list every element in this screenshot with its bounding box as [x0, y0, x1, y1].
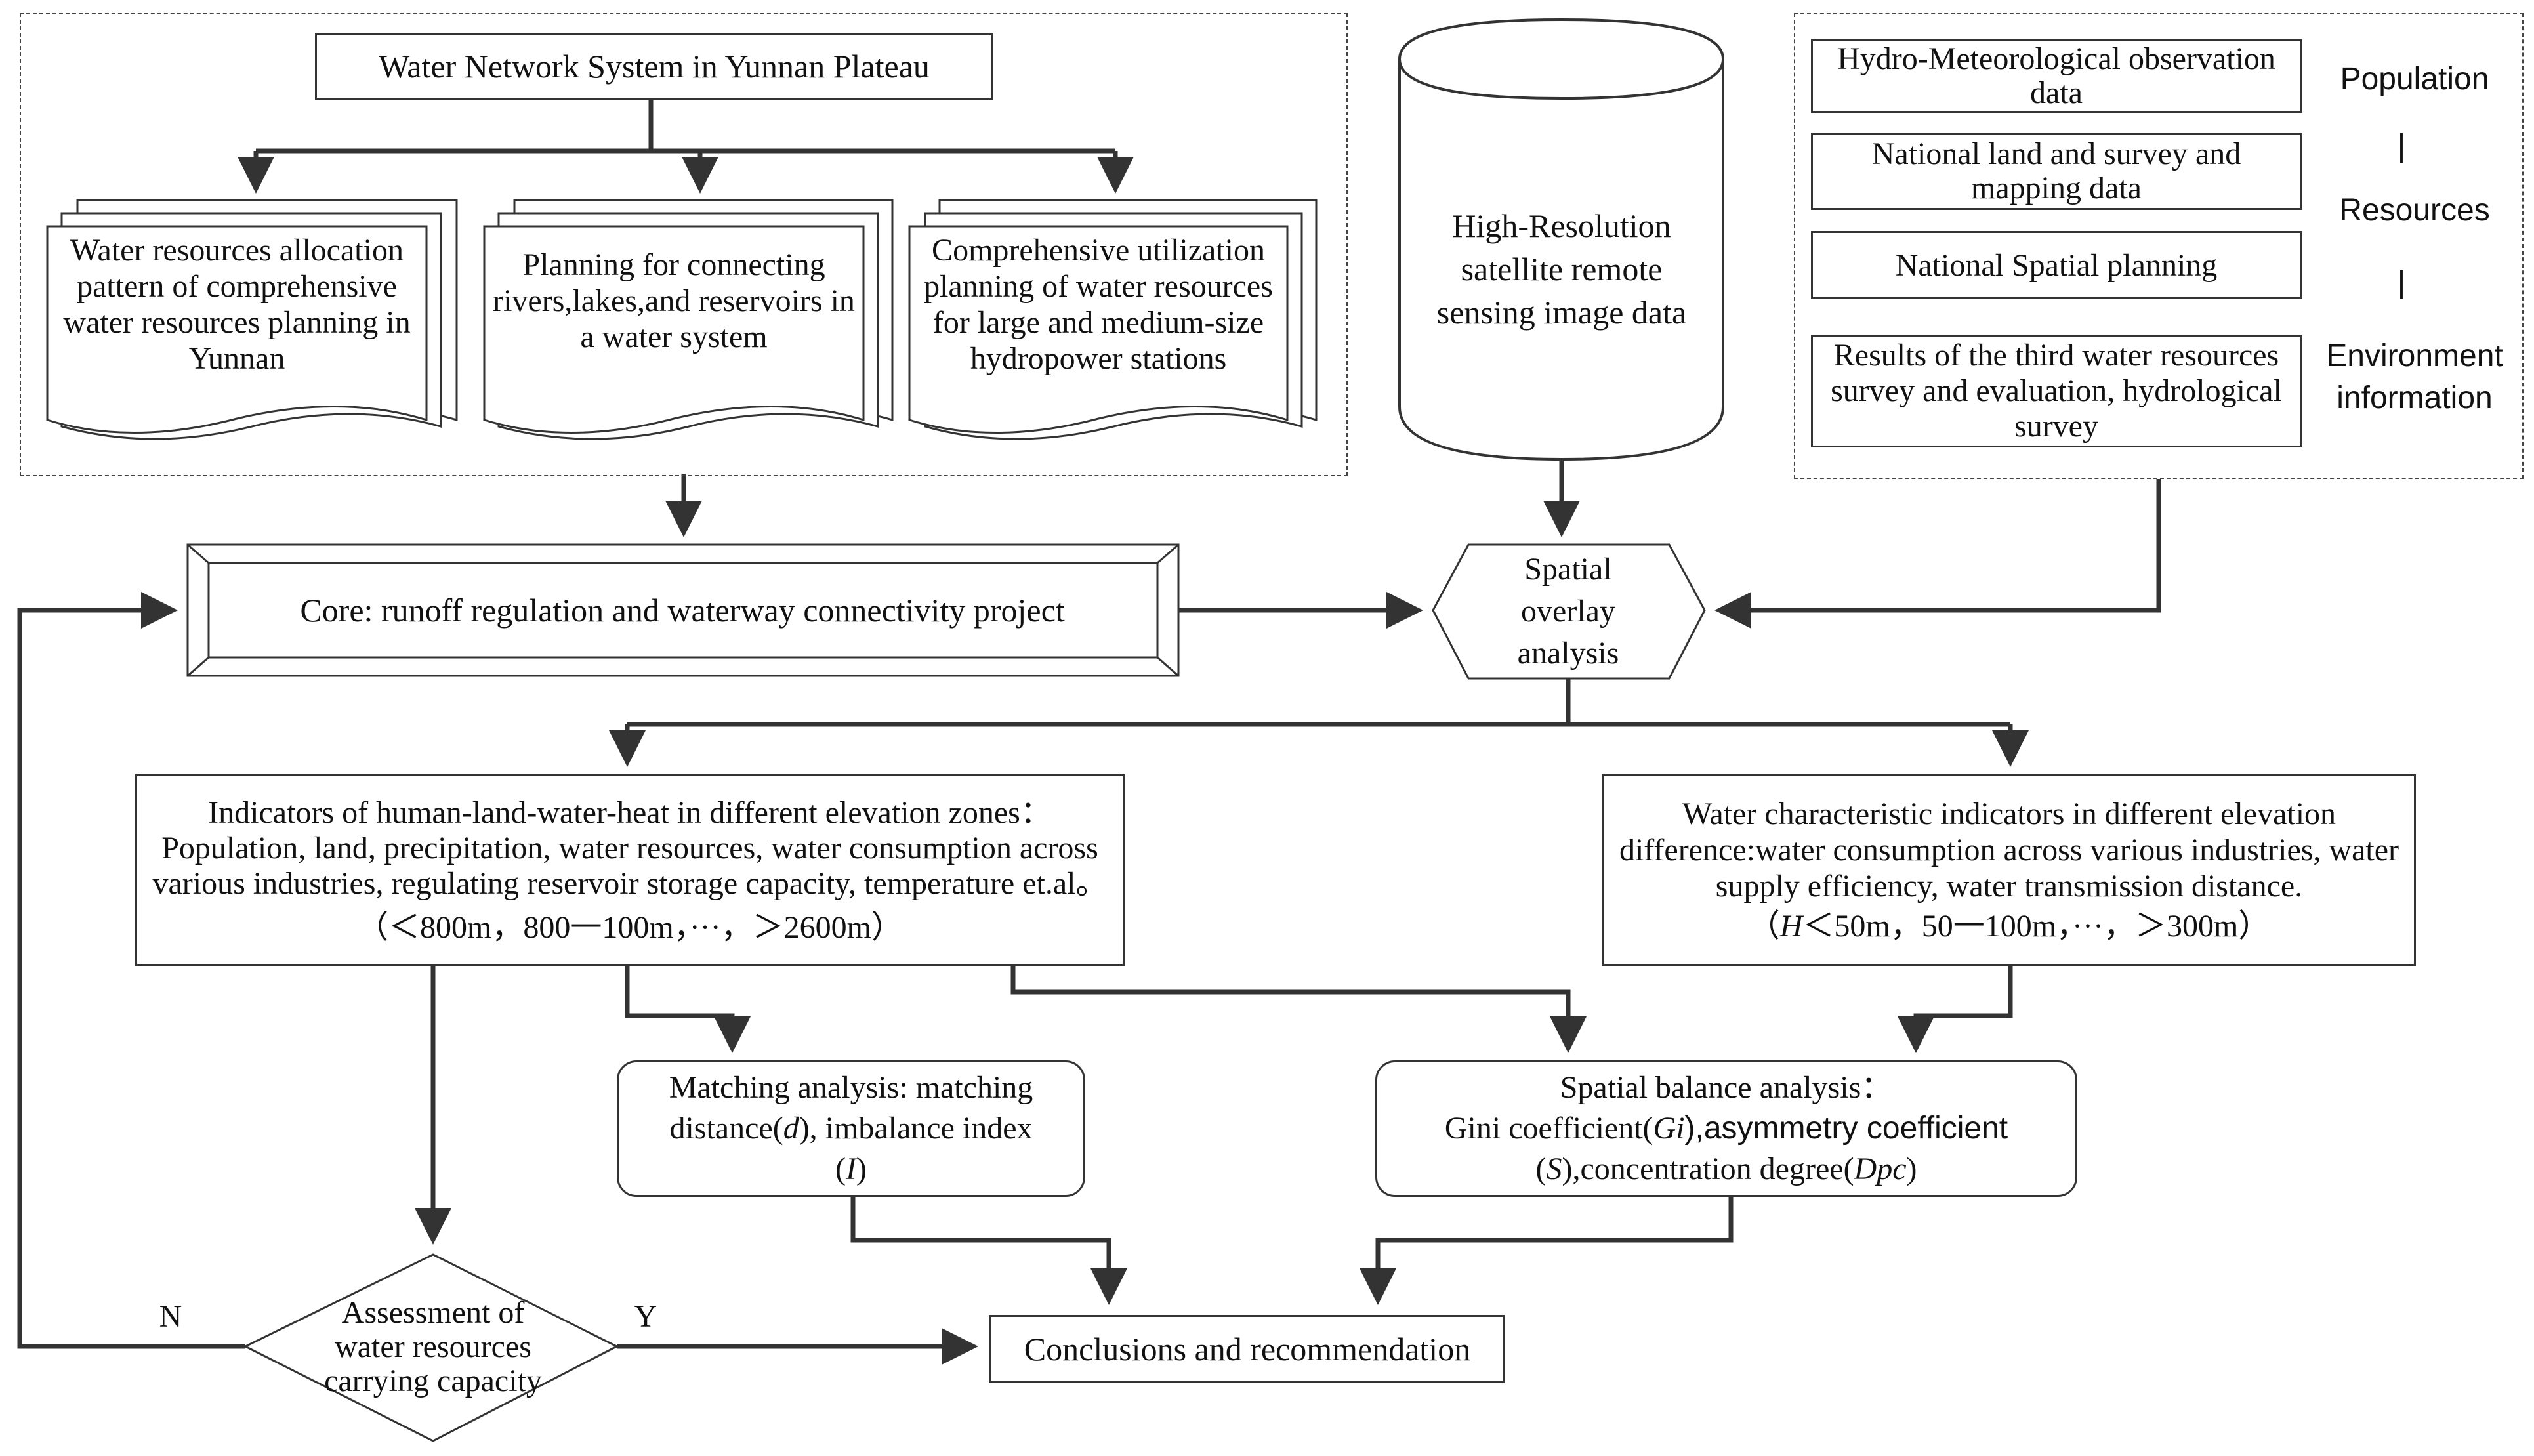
elevation-difference-range: （H＜50m，50一100m，···，＞300m）: [1749, 908, 2270, 944]
plan-document-1-shape: [46, 199, 458, 440]
assessment-label: Assessment of water resources carrying c…: [324, 1295, 542, 1398]
range-open-paren: （: [1748, 909, 1780, 944]
elevation-zone-indicators: Indicators of human-land-water-heat in d…: [135, 774, 1125, 966]
gini-label: Gini coefficient(: [1444, 1111, 1653, 1146]
matching-open-paren: (: [835, 1152, 846, 1186]
assessment-no-label: N: [159, 1299, 182, 1334]
gini-symbol: Gi: [1653, 1111, 1685, 1146]
core-project-label: Core: runoff regulation and waterway con…: [300, 592, 1065, 629]
plan-document-3-shape: [908, 199, 1318, 440]
spatial-balance-analysis: Spatial balance analysis： Gini coefficie…: [1375, 1060, 2077, 1197]
asymmetry-open-paren: (: [1535, 1152, 1547, 1186]
spatial-overlay-label: Spatial overlay analysis: [1517, 552, 1619, 671]
data-source-spatial-planning: National Spatial planning: [1811, 231, 2302, 299]
data-source-land-survey: National land and survey and mapping dat…: [1811, 133, 2302, 210]
asymmetry-symbol: S: [1546, 1152, 1562, 1186]
matching-distance-label: distance(: [669, 1111, 783, 1146]
elevation-zone-indicators-text: Indicators of human-land-water-heat in d…: [152, 795, 1108, 901]
plan-document-1: Water resources allocation pattern of co…: [63, 233, 411, 376]
water-network-title: Water Network System in Yunnan Plateau: [315, 33, 993, 100]
satellite-data-label: High-Resolution satellite remote sensing…: [1436, 207, 1687, 331]
data-source-water-survey: Results of the third water resources sur…: [1811, 335, 2302, 447]
matching-close-paren: ): [856, 1152, 867, 1186]
matching-imbalance-symbol: I: [846, 1152, 856, 1186]
elevation-difference-indicators-text: Water characteristic indicators in diffe…: [1619, 797, 2399, 904]
satellite-cylinder-shape: [1398, 18, 1725, 461]
balance-line-3: (S),concentration degree(Dpc): [1535, 1149, 1917, 1190]
concentration-label: ),concentration degree(: [1562, 1152, 1854, 1186]
elevation-zone-range: （＜800m，800一100m，···，＞2600m）: [357, 909, 903, 945]
plan-document-2-shape: [483, 199, 894, 440]
plan-document-2: Planning for connecting rivers,lakes,and…: [493, 247, 855, 354]
balance-line-2: Gini coefficient(Gi),asymmetry coefficie…: [1445, 1108, 2008, 1149]
matching-line-1: Matching analysis: matching: [669, 1070, 1033, 1105]
side-label-divider-1: |: [2397, 128, 2406, 163]
side-label-environment: Environment information: [2326, 339, 2503, 415]
matching-distance-symbol: d: [783, 1111, 799, 1146]
data-sources-frame: [1794, 13, 2524, 479]
connector-lines: [17, 100, 2161, 1365]
assessment-yes-label: Y: [634, 1299, 657, 1334]
assessment-diamond-shape: [243, 1253, 619, 1442]
water-network-frame: [20, 13, 1348, 476]
side-label-resources: Resources: [2339, 192, 2490, 228]
balance-line-1: Spatial balance analysis：: [1560, 1070, 1893, 1105]
side-label-divider-2: |: [2397, 264, 2406, 300]
range-values: ＜50m，50一100m，···，＞300m）: [1802, 909, 2270, 944]
matching-line-3: (I): [835, 1149, 867, 1190]
matching-analysis: Matching analysis: matching distance(d),…: [617, 1060, 1085, 1197]
asymmetry-label: ),asymmetry coefficient: [1684, 1111, 2008, 1146]
elevation-difference-indicators: Water characteristic indicators in diffe…: [1602, 774, 2416, 966]
concentration-symbol: Dpc: [1854, 1152, 1907, 1186]
conclusions-box: Conclusions and recommendation: [989, 1315, 1505, 1383]
range-variable-h: H: [1779, 909, 1803, 944]
data-source-hydro-meteorological: Hydro-Meteorological observation data: [1811, 39, 2302, 113]
side-label-population: Population: [2340, 61, 2489, 96]
overlay-hexagon-shape: [1432, 543, 1706, 680]
plan-document-3: Comprehensive utilization planning of wa…: [924, 233, 1273, 376]
matching-line-2: distance(d), imbalance index: [669, 1108, 1032, 1149]
concentration-close-paren: ): [1906, 1152, 1917, 1186]
matching-imbalance-label: ), imbalance index: [799, 1111, 1033, 1146]
